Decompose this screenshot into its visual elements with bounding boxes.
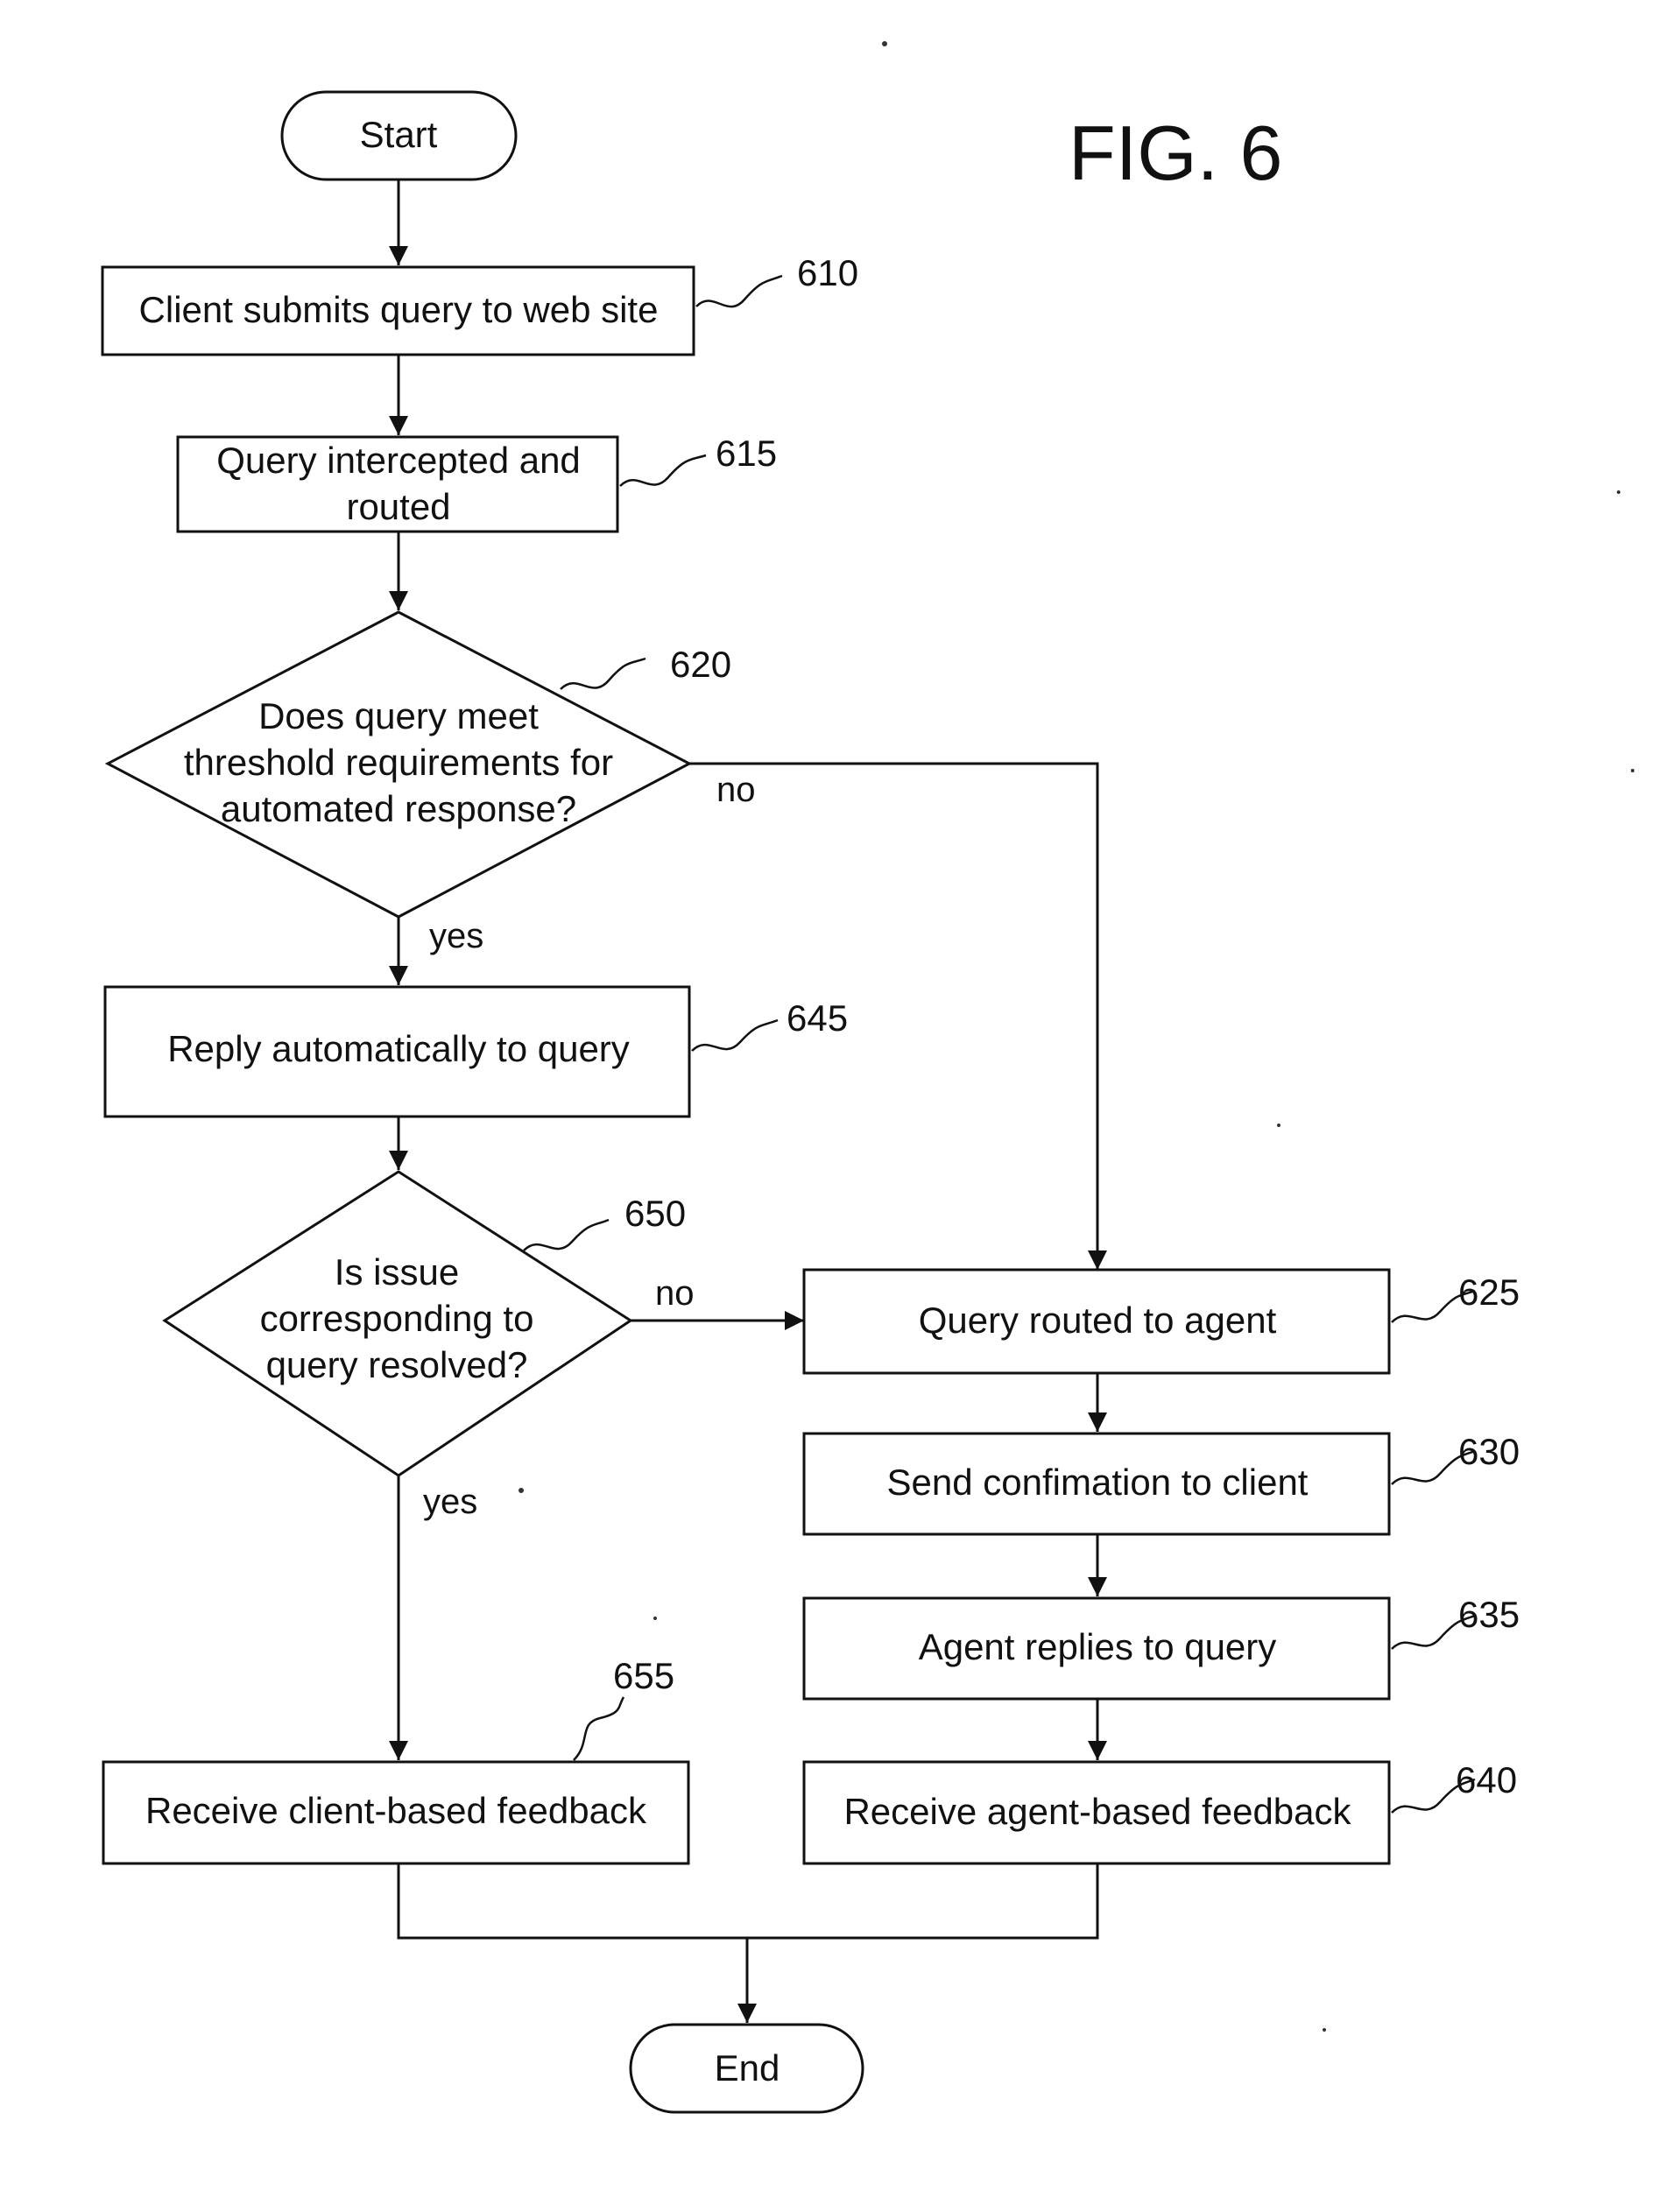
process-615-line-2: routed	[346, 486, 450, 527]
figure-label: FIG. 6	[1069, 109, 1283, 196]
decision-620-line-3: automated response?	[221, 788, 576, 829]
ref-640: 640	[1456, 1759, 1517, 1800]
decision-650: Is issue corresponding to query resolved…	[165, 1172, 695, 1521]
arrow-620-no-to-625	[689, 764, 1097, 1270]
process-655-text: Receive client-based feedback	[145, 1790, 647, 1831]
process-630-text: Send confimation to client	[887, 1462, 1309, 1503]
ref-615: 615	[716, 433, 777, 474]
process-615-line-1: Query intercepted and	[216, 440, 581, 481]
process-625: Query routed to agent 625	[804, 1270, 1520, 1373]
merge-line	[399, 1863, 1097, 1938]
ref-leader-615	[620, 455, 706, 486]
process-625-text: Query routed to agent	[919, 1300, 1277, 1341]
process-635-text: Agent replies to query	[919, 1626, 1277, 1667]
process-655: Receive client-based feedback 655	[103, 1655, 688, 1863]
process-640: Receive agent-based feedback 640	[804, 1759, 1517, 1863]
start-terminal: Start	[282, 92, 516, 180]
ref-620: 620	[670, 644, 731, 685]
ref-625: 625	[1458, 1272, 1520, 1313]
ref-650: 650	[624, 1193, 686, 1234]
ref-leader-620	[561, 659, 646, 689]
decision-650-no-label: no	[655, 1274, 695, 1313]
ref-leader-650	[524, 1220, 609, 1250]
process-635: Agent replies to query 635	[804, 1594, 1520, 1699]
decision-620-line-2: threshold requirements for	[184, 742, 613, 783]
decision-620-no-label: no	[716, 771, 756, 809]
process-610: Client submits query to web site 610	[102, 252, 858, 355]
decision-620: Does query meet threshold requirements f…	[108, 612, 756, 955]
ref-645: 645	[787, 997, 848, 1039]
decision-650-line-1: Is issue	[335, 1251, 459, 1293]
ref-leader-645	[692, 1020, 778, 1051]
ref-leader-610	[696, 276, 782, 306]
decision-650-line-2: corresponding to	[260, 1298, 534, 1339]
ref-630: 630	[1458, 1431, 1520, 1472]
ref-leader-655	[574, 1697, 624, 1760]
ref-610: 610	[797, 252, 858, 293]
decision-620-line-1: Does query meet	[258, 695, 539, 736]
decision-650-yes-label: yes	[423, 1483, 477, 1521]
decision-650-line-3: query resolved?	[266, 1344, 528, 1385]
start-label: Start	[360, 114, 438, 155]
process-645: Reply automatically to query 645	[105, 987, 848, 1117]
end-label: End	[715, 2047, 780, 2089]
process-630: Send confimation to client 630	[804, 1431, 1520, 1534]
process-610-text: Client submits query to web site	[139, 289, 659, 330]
ref-655: 655	[613, 1655, 674, 1696]
end-terminal: End	[631, 2025, 863, 2112]
process-645-text: Reply automatically to query	[167, 1028, 630, 1069]
process-640-text: Receive agent-based feedback	[843, 1791, 1351, 1832]
process-615: Query intercepted and routed 615	[178, 433, 777, 532]
decision-620-yes-label: yes	[429, 917, 483, 955]
ref-635: 635	[1458, 1594, 1520, 1635]
